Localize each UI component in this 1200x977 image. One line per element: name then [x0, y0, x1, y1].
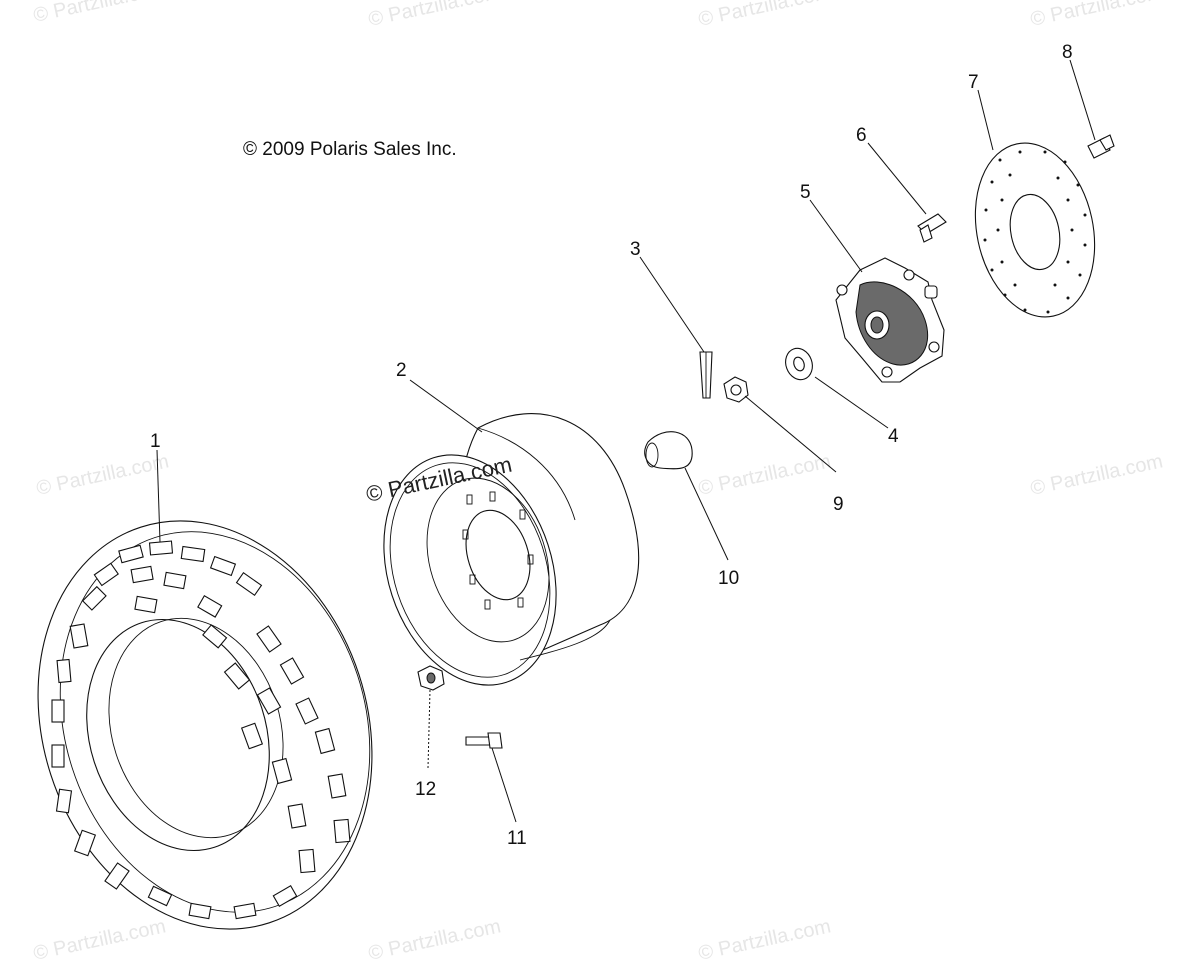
brake-disc [974, 142, 1096, 318]
copyright-text: © 2009 Polaris Sales Inc. [243, 139, 457, 160]
watermark: © Partzilla.com [1028, 450, 1164, 500]
callout-labels: 1 2 3 4 5 6 7 8 9 10 11 12 [150, 42, 1073, 849]
watermark: © Partzilla.com [696, 0, 832, 31]
callout-2: 2 [396, 360, 407, 381]
tire [37, 520, 373, 930]
callout-5: 5 [800, 182, 811, 203]
watermark: © Partzilla.com [1028, 0, 1164, 31]
callout-10: 10 [718, 568, 739, 589]
watermark: © Partzilla.com [31, 915, 167, 965]
callout-7: 7 [968, 72, 979, 93]
hub [835, 257, 945, 383]
watermark: © Partzilla.com [696, 450, 832, 500]
watermark: © Partzilla.com [696, 915, 832, 965]
callout-3: 3 [630, 239, 641, 260]
lug-bolt [465, 732, 503, 749]
callout-4: 4 [888, 426, 899, 447]
callout-8: 8 [1062, 42, 1073, 63]
cotter-pin [699, 351, 713, 399]
disc-bolt [1087, 134, 1115, 159]
wheel-stud [917, 213, 947, 243]
callout-9: 9 [833, 494, 844, 515]
wheel-rim [383, 413, 640, 686]
hub-cap [644, 431, 693, 470]
leader-lines [156, 59, 1096, 823]
callout-11: 11 [507, 828, 527, 849]
watermark: © Partzilla.com [31, 0, 167, 27]
watermark: © Partzilla.com [366, 0, 502, 31]
castle-nut [723, 376, 749, 403]
lug-nut [417, 665, 445, 691]
washer [785, 347, 813, 381]
watermark: © Partzilla.com [366, 915, 502, 965]
watermark: © Partzilla.com [34, 450, 170, 500]
callout-6: 6 [856, 125, 867, 146]
callout-1: 1 [150, 431, 161, 452]
callout-12: 12 [415, 779, 436, 800]
